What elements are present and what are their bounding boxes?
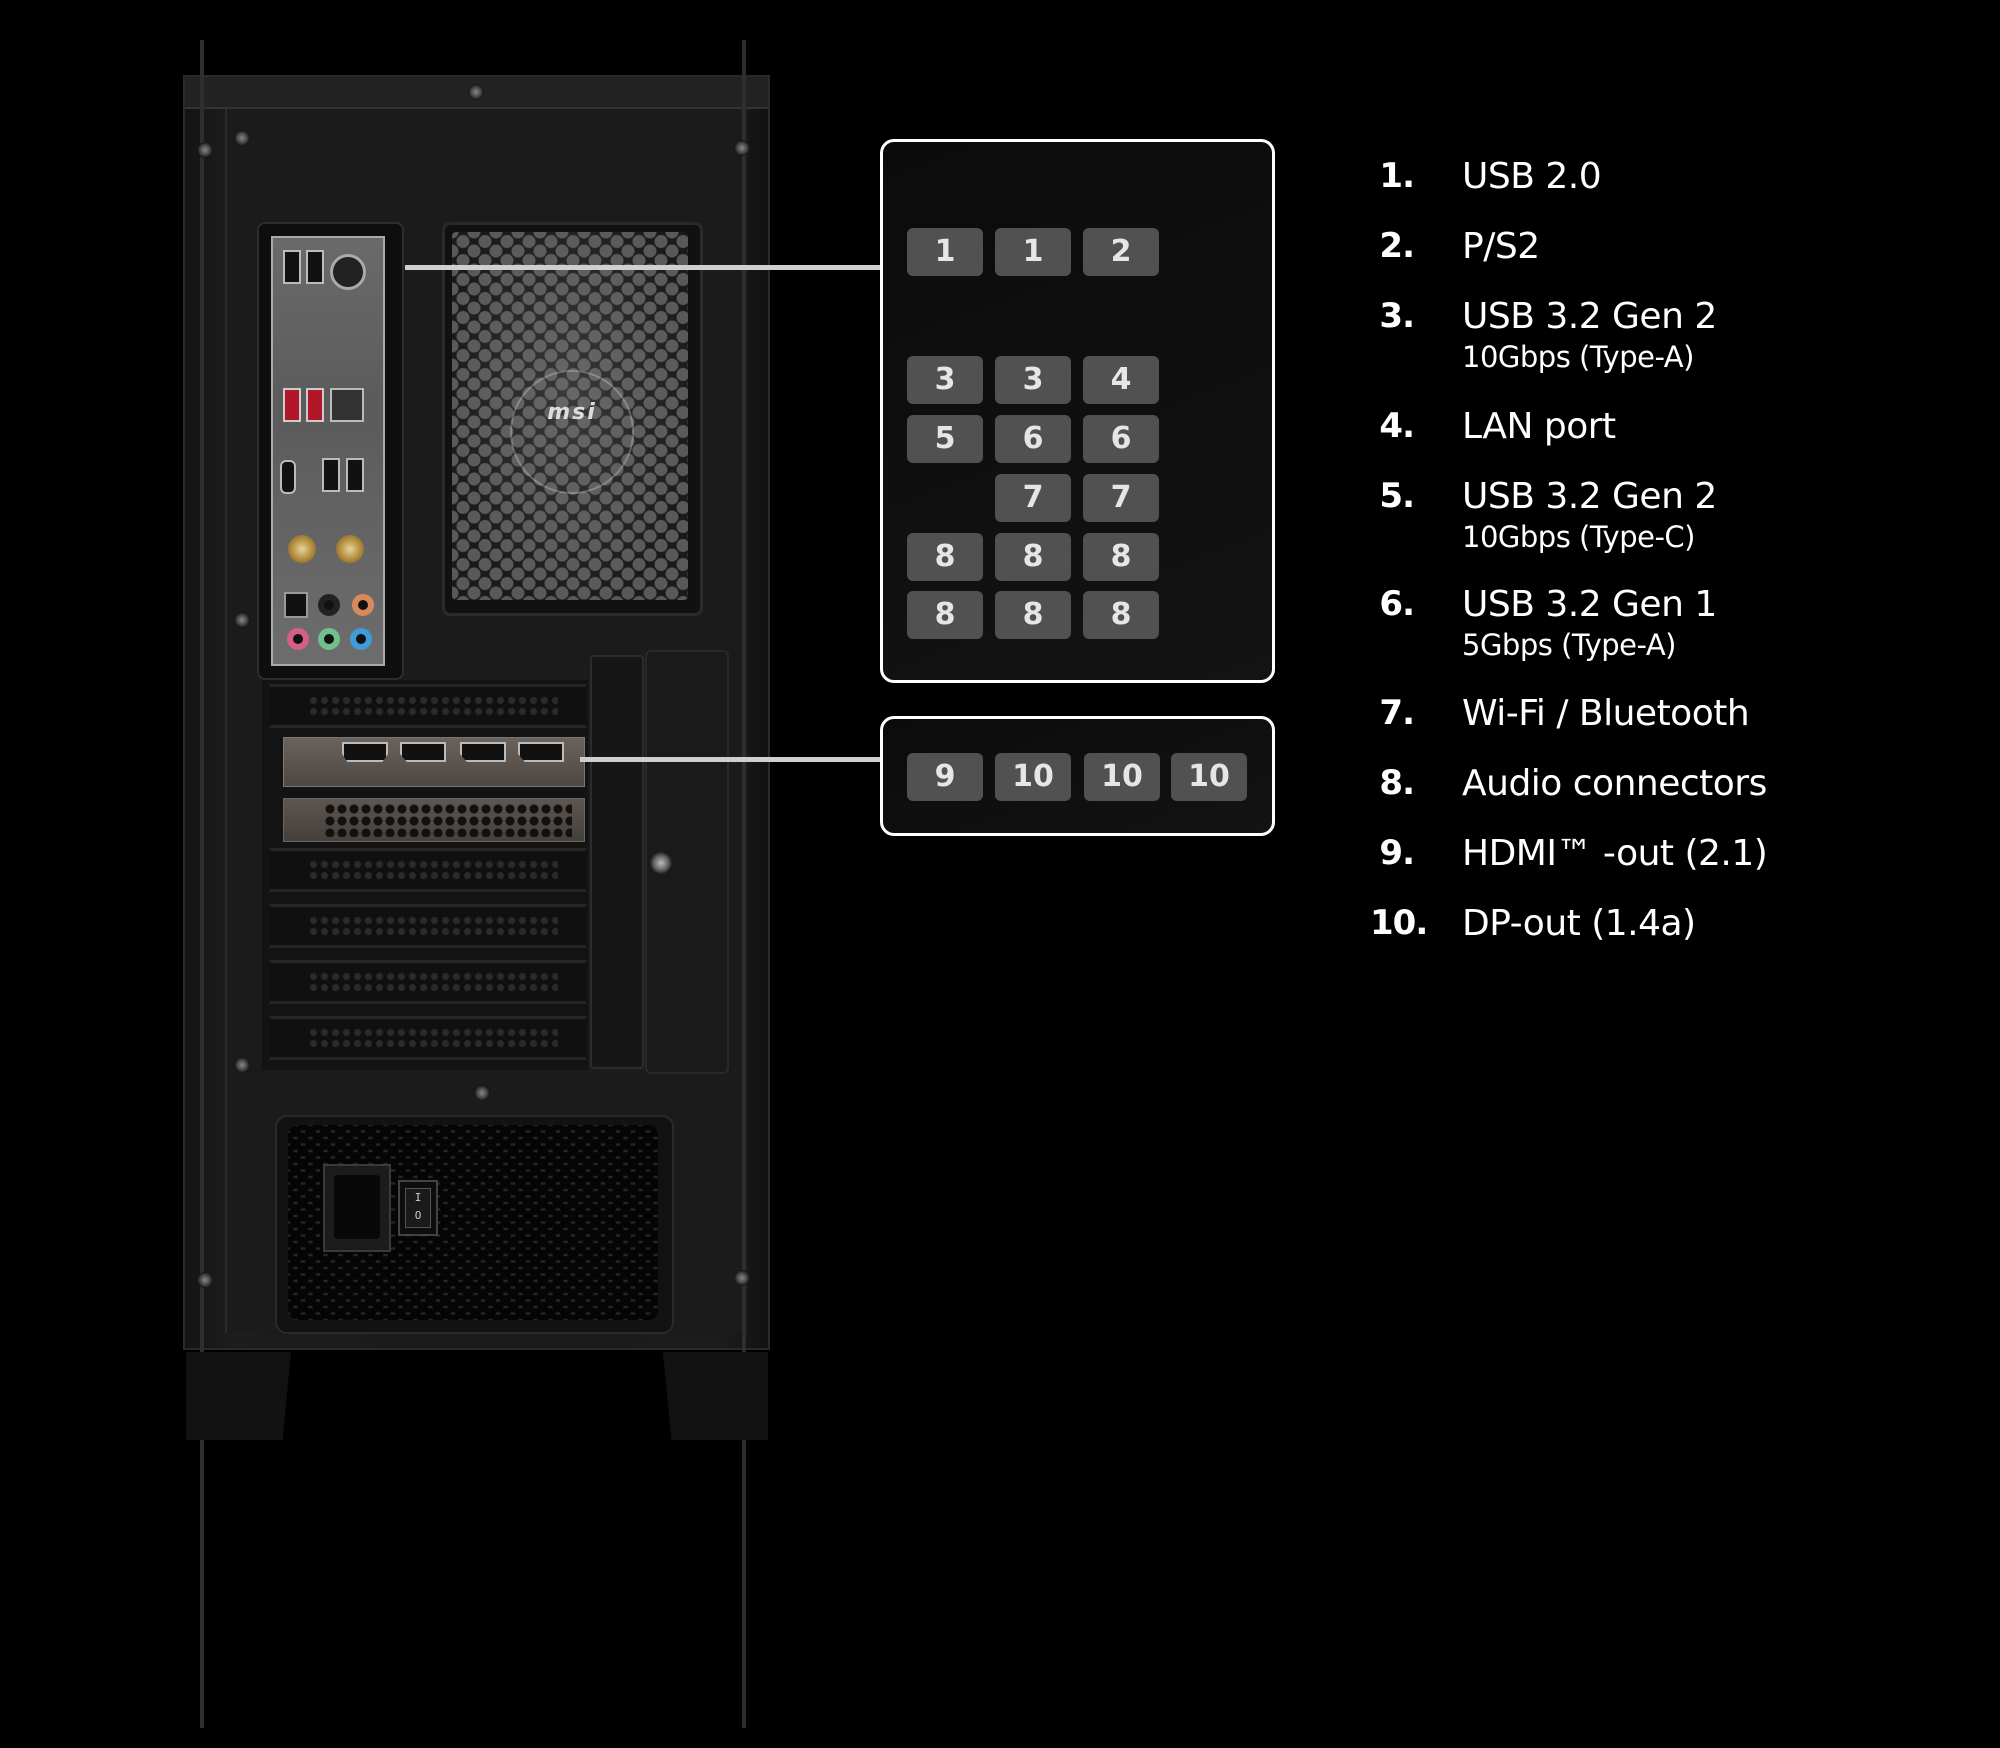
legend-number: 3. (1379, 296, 1415, 336)
legend-label: DP-out (1.4a) (1462, 903, 1696, 944)
legend-number: 5. (1379, 476, 1415, 516)
legend-label: HDMI™ -out (2.1) (1462, 833, 1768, 874)
power-on-symbol: I (414, 1191, 422, 1204)
case-right-rail (742, 40, 746, 1728)
legend-number: 7. (1379, 693, 1415, 733)
expansion-slot-cover (270, 904, 586, 948)
displayport-port (518, 742, 564, 762)
hdmi-port (342, 742, 388, 762)
case-foot-left (186, 1352, 291, 1440)
screw-icon (197, 1272, 213, 1288)
usb-gen2-port (283, 388, 301, 422)
port-badge: 3 (995, 356, 1071, 404)
legend-number: 10. (1370, 903, 1428, 943)
port-badge: 8 (1083, 591, 1159, 639)
legend-number: 1. (1379, 156, 1415, 196)
gpu-callout-box: 9 10 10 10 (880, 716, 1275, 836)
expansion-slot-cover (270, 960, 586, 1004)
port-badge: 5 (907, 415, 983, 463)
screw-icon (474, 1085, 490, 1101)
screw-icon (468, 84, 484, 100)
port-badge: 2 (1083, 228, 1159, 276)
usb-gen2-port (306, 388, 324, 422)
port-badge: 7 (995, 474, 1071, 522)
power-off-symbol: O (414, 1209, 422, 1222)
port-badge: 10 (1084, 753, 1160, 801)
legend-label: USB 3.2 Gen 2 (1462, 476, 1717, 517)
legend-label: USB 3.2 Gen 1 (1462, 584, 1717, 625)
audio-jack (352, 594, 374, 616)
port-badge: 8 (907, 591, 983, 639)
expansion-slot-cover (270, 848, 586, 892)
screw-icon (234, 1057, 250, 1073)
legend-number: 2. (1379, 226, 1415, 266)
screw-icon (734, 1270, 750, 1286)
port-badge: 8 (995, 533, 1071, 581)
case-foot-right (663, 1352, 768, 1440)
legend-label: Wi-Fi / Bluetooth (1462, 693, 1750, 734)
legend-label: USB 3.2 Gen 2 (1462, 296, 1717, 337)
io-callout-box: 1 1 2 3 3 4 5 6 6 7 7 8 8 8 8 8 8 (880, 139, 1275, 683)
usb2-port (283, 250, 301, 284)
legend-label: Audio connectors (1462, 763, 1767, 804)
usb-gen1-port (322, 458, 340, 492)
port-badge: 1 (995, 228, 1071, 276)
port-badge: 8 (995, 591, 1071, 639)
audio-jack (287, 628, 309, 650)
optical-audio-port (284, 592, 308, 618)
lan-port (330, 388, 364, 422)
legend-sublabel: 5Gbps (Type-A) (1462, 628, 1676, 662)
port-badge: 1 (907, 228, 983, 276)
fan-hub: msi (510, 370, 634, 494)
expansion-slot-cover (270, 684, 586, 728)
port-badge: 9 (907, 753, 983, 801)
screw-icon (234, 612, 250, 628)
usb2-port (306, 250, 324, 284)
audio-jack (318, 594, 340, 616)
screw-icon (734, 140, 750, 156)
case-left-rail (200, 40, 204, 1728)
gpu-vent-bracket (283, 798, 585, 842)
legend-label: P/S2 (1462, 226, 1540, 267)
port-badge: 6 (995, 415, 1071, 463)
legend-number: 6. (1379, 584, 1415, 624)
legend-label: USB 2.0 (1462, 156, 1602, 197)
audio-jack (350, 628, 372, 650)
port-badge: 7 (1083, 474, 1159, 522)
legend-number: 9. (1379, 833, 1415, 873)
power-switch: I O (398, 1180, 438, 1236)
port-badge: 10 (995, 753, 1071, 801)
usb-c-port (280, 460, 296, 494)
usb-gen1-port (346, 458, 364, 492)
displayport-port (400, 742, 446, 762)
port-badge: 10 (1171, 753, 1247, 801)
ps2-port (330, 254, 366, 290)
expansion-slot-cover (270, 1016, 586, 1060)
port-badge: 3 (907, 356, 983, 404)
legend-number: 8. (1379, 763, 1415, 803)
port-badge: 4 (1083, 356, 1159, 404)
leader-line-io (405, 265, 883, 270)
wifi-antenna-connector (288, 535, 316, 563)
legend-number: 4. (1379, 406, 1415, 446)
port-badge: 8 (1083, 533, 1159, 581)
wifi-antenna-connector (336, 535, 364, 563)
port-badge: 6 (1083, 415, 1159, 463)
power-inlet (323, 1164, 391, 1252)
audio-jack (318, 628, 340, 650)
fan-logo: msi (547, 400, 597, 425)
legend-label: LAN port (1462, 406, 1616, 447)
displayport-port (460, 742, 506, 762)
legend-sublabel: 10Gbps (Type-A) (1462, 340, 1694, 374)
port-badge: 8 (907, 533, 983, 581)
vertical-slot-cover (590, 655, 644, 1069)
legend-sublabel: 10Gbps (Type-C) (1462, 520, 1695, 554)
screw-icon (197, 142, 213, 158)
screw-icon (234, 130, 250, 146)
thumbscrew-icon (650, 852, 672, 874)
leader-line-gpu (580, 757, 883, 762)
